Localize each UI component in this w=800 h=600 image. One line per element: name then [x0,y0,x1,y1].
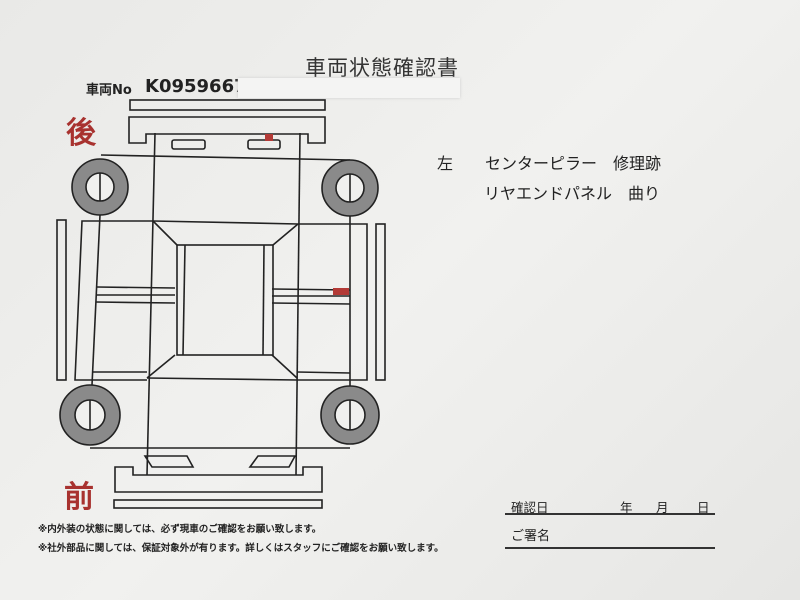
vehicle-no-label: 車両No [86,83,132,98]
year-label: 年 [620,500,633,515]
left-doors [74,220,153,381]
footnote: ※内外装の状態に関しては、必ず現車のご確認をお願い致します。 [38,524,322,535]
rear-bumper-top [129,99,326,111]
damage-note: リヤエンドパネル 曲り [484,184,661,203]
roof [176,244,274,356]
month-label: 月 [656,500,669,515]
front-label: 前 [64,480,94,515]
signature-underline [505,547,715,549]
damage-mark-rear [265,134,273,141]
day-label: 日 [697,500,710,515]
headlamp-right [248,455,297,468]
rear-lamp-left [171,139,206,150]
front-bumper [114,466,323,493]
signature-label: ご署名 [511,529,551,544]
damage-note: 左 センターピラー 修理跡 [437,154,662,173]
right-sill [375,223,386,381]
damage-mark-center-pillar [333,288,349,295]
document-title: 車両状態確認書 [305,56,459,80]
date-underline [505,513,715,515]
rear-bumper [128,116,326,144]
right-doors [297,223,368,381]
headlamp-left [143,455,195,468]
vehicle-no: K0959667 [145,76,247,97]
rear-lamp-right [247,139,281,150]
front-bumper-lower [113,499,323,509]
left-sill [56,219,67,381]
footnote: ※社外部品に関しては、保証対象外が有ります。詳しくはスタッフにご確認をお願い致し… [38,543,444,554]
date-label: 確認日 [511,500,549,515]
rear-label: 後 [66,116,96,151]
redacted-field [238,78,460,98]
